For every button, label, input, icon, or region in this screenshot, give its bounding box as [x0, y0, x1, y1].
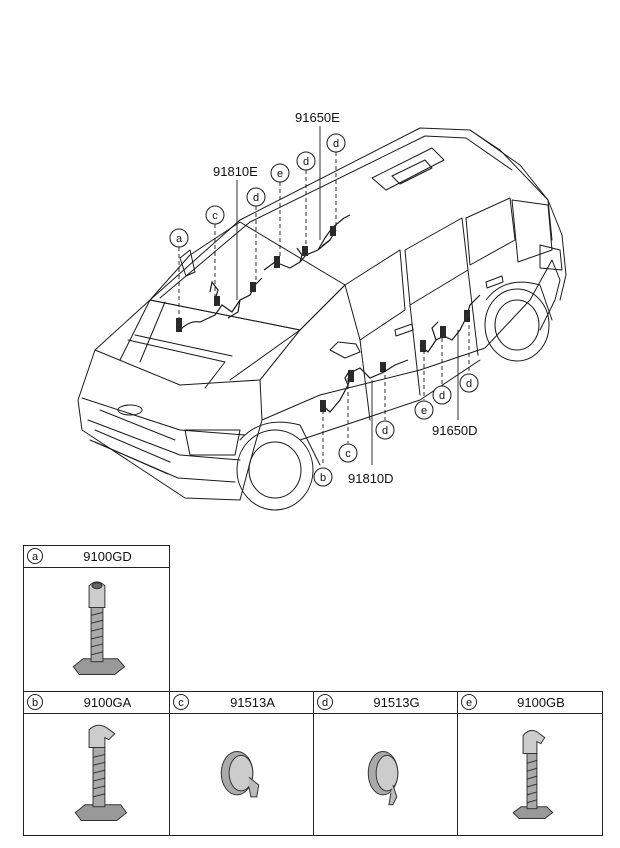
legend-letter: b: [27, 694, 43, 710]
legend-part-number: 9100GA: [83, 695, 132, 710]
legend-cell-b: b 9100GA: [23, 691, 170, 836]
letter-c: c: [212, 210, 218, 222]
part-callouts: 91810E 91650E 91810D 91650D: [213, 110, 478, 486]
legend-letter: a: [27, 548, 43, 564]
callout-91650E: 91650E: [295, 110, 340, 125]
letter-d: d: [382, 425, 388, 437]
letter-d: d: [439, 390, 445, 402]
legend-part-number: 91513G: [373, 695, 420, 710]
callout-91650D: 91650D: [432, 423, 478, 438]
legend-cell-d: d 91513G: [313, 691, 458, 836]
leader-lines: [178, 126, 470, 466]
legend-part-number: 9100GB: [517, 695, 565, 710]
letter-d: d: [466, 378, 472, 390]
letter-labels: a c d e d d b c d e d d: [176, 138, 472, 484]
grommet-91513A-icon: [220, 750, 260, 798]
legend-letter: c: [173, 694, 189, 710]
callout-91810E: 91810E: [213, 164, 258, 179]
clip-9100GB-icon: [512, 729, 554, 820]
legend-header: b 9100GA: [24, 692, 169, 714]
clip-9100GD-icon: [72, 581, 126, 676]
letter-d: d: [333, 138, 339, 150]
letter-e: e: [421, 405, 427, 417]
letter-e: e: [277, 168, 283, 180]
vehicle-wiring-diagram: a c d e d d b c d e d d 91810E 91650E 91…: [77, 110, 567, 511]
wiring-harness: [179, 214, 481, 413]
letter-a: a: [176, 233, 183, 245]
legend-letter: d: [317, 694, 333, 710]
legend-part-number: 9100GD: [83, 549, 132, 564]
letter-d: d: [303, 156, 309, 168]
legend-part-number: 91513A: [230, 695, 275, 710]
callout-91810D: 91810D: [348, 471, 394, 486]
legend-cell-c: c 91513A: [169, 691, 314, 836]
letter-c: c: [345, 448, 351, 460]
clip-9100GA-icon: [74, 724, 128, 822]
legend-letter: e: [461, 694, 477, 710]
vehicle-outline: [77, 127, 567, 511]
letter-b: b: [320, 472, 326, 484]
legend-cell-e: e 9100GB: [457, 691, 603, 836]
legend-header: e 9100GB: [458, 692, 602, 714]
legend-header: c 91513A: [170, 692, 313, 714]
legend-header: d 91513G: [314, 692, 457, 714]
connectors: [176, 226, 470, 412]
grommet-91513G-icon: [367, 750, 399, 806]
letter-circles: [169, 133, 479, 487]
legend-header: a 9100GD: [24, 546, 169, 568]
legend-cell-a: a 9100GD: [23, 545, 170, 692]
letter-d: d: [253, 192, 259, 204]
